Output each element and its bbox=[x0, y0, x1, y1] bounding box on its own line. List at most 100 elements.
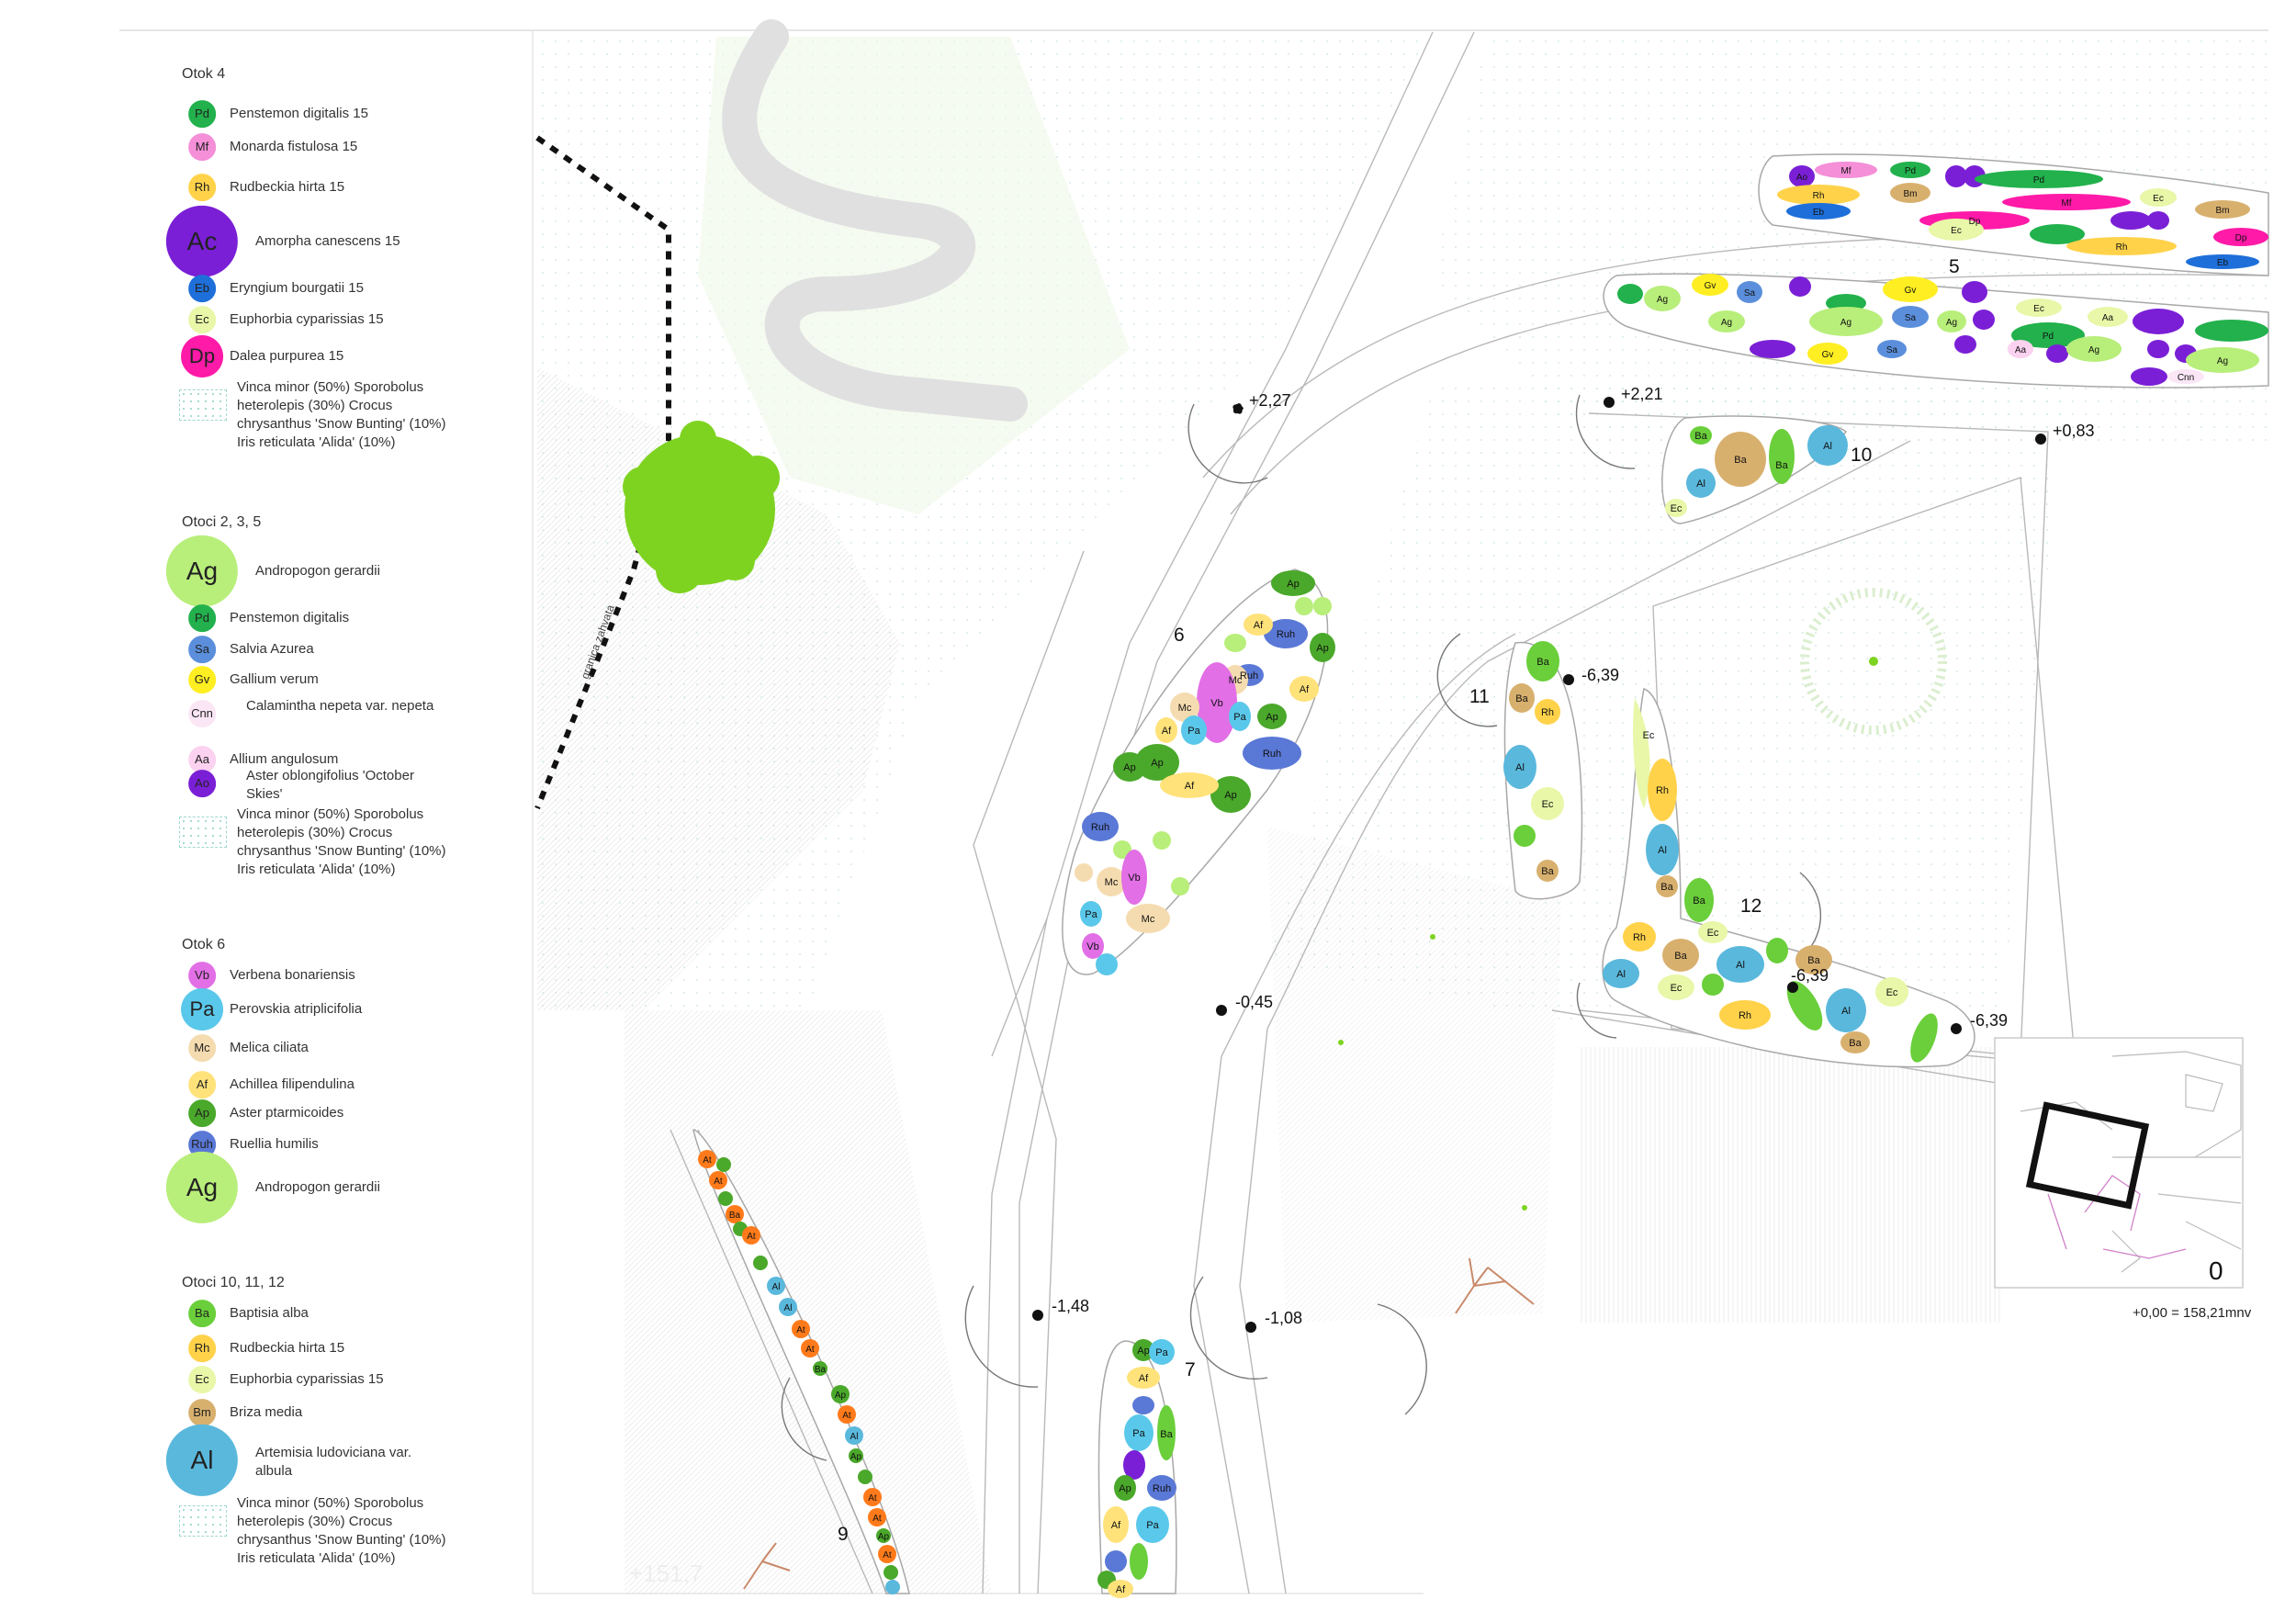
svg-text:Rh: Rh bbox=[2116, 242, 2128, 253]
plant-name: Melica ciliata bbox=[230, 1040, 309, 1055]
svg-text:Pa: Pa bbox=[1187, 726, 1200, 737]
svg-text:Pa: Pa bbox=[1233, 712, 1246, 723]
plant-symbol-icon: Cnn bbox=[188, 700, 216, 727]
svg-text:Ba: Ba bbox=[1693, 895, 1705, 907]
groundcover-mix-swatch bbox=[179, 389, 227, 421]
svg-text:Bm: Bm bbox=[2216, 206, 2230, 216]
groundcover-mix-label: Vinca minor (50%) Sporobolus heterolepis… bbox=[237, 806, 446, 877]
svg-text:+2,27: +2,27 bbox=[1249, 391, 1291, 410]
svg-text:Gv: Gv bbox=[1705, 281, 1716, 291]
svg-text:Sa: Sa bbox=[1905, 313, 1917, 323]
plant-name: Dalea purpurea 15 bbox=[230, 348, 344, 364]
tree-center-icon bbox=[1338, 1040, 1344, 1045]
svg-text:Ec: Ec bbox=[1886, 987, 1898, 998]
svg-text:Ec: Ec bbox=[1671, 503, 1683, 514]
svg-text:At: At bbox=[796, 1325, 805, 1335]
svg-text:Pa: Pa bbox=[1146, 1520, 1159, 1531]
groundcover-mix-label: Vinca minor (50%) Sporobolus heterolepis… bbox=[237, 1495, 446, 1566]
svg-text:Ag: Ag bbox=[1657, 295, 1668, 305]
elevation-marker: -0,45 bbox=[1216, 993, 1273, 1016]
svg-text:-6,39: -6,39 bbox=[1970, 1011, 2008, 1030]
plant-name: Amorpha canescens 15 bbox=[255, 233, 400, 249]
svg-text:Sa: Sa bbox=[1744, 288, 1756, 298]
bed-number-9: 9 bbox=[838, 1524, 849, 1545]
svg-text:Af: Af bbox=[1116, 1584, 1126, 1595]
legend-item: Ap Aster ptarmicoides bbox=[0, 1095, 514, 1132]
svg-text:Ba: Ba bbox=[1807, 955, 1820, 966]
plant-symbol-icon: Pa bbox=[181, 988, 223, 1031]
svg-text:Ba: Ba bbox=[815, 1365, 827, 1375]
plant-name: Ruellia humilis bbox=[230, 1136, 319, 1152]
svg-text:Ec: Ec bbox=[1643, 730, 1655, 741]
svg-text:Ag: Ag bbox=[1721, 318, 1732, 328]
key-map-inset: 0 bbox=[1994, 1037, 2244, 1289]
elevation-marker: +0,83 bbox=[2035, 422, 2095, 445]
plant-symbol-icon: Aa bbox=[188, 746, 216, 773]
svg-text:Ap: Ap bbox=[1151, 758, 1163, 769]
plant-name: Penstemon digitalis 15 bbox=[230, 106, 368, 121]
key-map-frame bbox=[2025, 1101, 2150, 1210]
plant-symbol-icon: Vb bbox=[188, 962, 216, 989]
svg-text:Ba: Ba bbox=[1775, 460, 1788, 471]
plant-symbol-icon: Mc bbox=[188, 1034, 216, 1062]
svg-text:Af: Af bbox=[1254, 620, 1264, 631]
plant-name: Aster ptarmicoides bbox=[230, 1105, 344, 1121]
svg-text:Ap: Ap bbox=[1266, 712, 1277, 723]
plant-symbol-icon: Rh bbox=[188, 1335, 216, 1362]
svg-text:Ec: Ec bbox=[1951, 226, 1962, 236]
svg-text:Al: Al bbox=[784, 1303, 793, 1313]
elevation-marker: -6,39 bbox=[1563, 666, 1619, 685]
svg-text:Al: Al bbox=[1841, 1006, 1851, 1017]
svg-text:Ap: Ap bbox=[1123, 762, 1135, 773]
svg-text:Ec: Ec bbox=[1671, 983, 1683, 994]
svg-text:At: At bbox=[872, 1514, 882, 1524]
svg-text:Ba: Ba bbox=[1694, 431, 1707, 442]
svg-text:Gv: Gv bbox=[1905, 286, 1917, 296]
svg-text:+2,21: +2,21 bbox=[1621, 385, 1663, 403]
svg-text:Ag: Ag bbox=[1946, 318, 1957, 328]
svg-text:Ba: Ba bbox=[1660, 882, 1673, 893]
plant-name: Penstemon digitalis bbox=[230, 610, 350, 625]
svg-text:Al: Al bbox=[1616, 969, 1626, 980]
svg-text:Sa: Sa bbox=[1886, 345, 1898, 355]
svg-text:Pa: Pa bbox=[1085, 909, 1097, 920]
svg-text:Af: Af bbox=[1162, 726, 1172, 737]
elevation-marker: +2,21 bbox=[1604, 385, 1663, 408]
bed-number-11: 11 bbox=[1469, 686, 1490, 707]
level-arcs bbox=[781, 394, 1822, 1461]
svg-text:Cnn: Cnn bbox=[2178, 373, 2194, 383]
svg-text:Pd: Pd bbox=[1905, 166, 1916, 176]
plant-symbol-icon: Ag bbox=[165, 1151, 239, 1224]
plant-name: Eryngium bourgatii 15 bbox=[230, 280, 364, 296]
svg-text:Ba: Ba bbox=[1734, 455, 1747, 466]
svg-text:Ap: Ap bbox=[850, 1452, 862, 1462]
legend-group-title: Otok 4 bbox=[182, 66, 226, 82]
elevation-marker: -6,39 bbox=[1951, 1011, 2008, 1034]
svg-text:At: At bbox=[883, 1550, 892, 1560]
plant-symbol-icon: Ac bbox=[165, 205, 239, 278]
legend-item: Vinca minor (50%) Sporobolus heterolepis… bbox=[0, 379, 514, 450]
tree-center-icon bbox=[1430, 934, 1435, 940]
plant-symbol-icon: Ap bbox=[188, 1099, 216, 1127]
tree-center-icon bbox=[1522, 1205, 1527, 1211]
elevation-marker: -6,39 bbox=[1787, 966, 1829, 993]
svg-text:Rh: Rh bbox=[1813, 191, 1825, 201]
bed-numbers: 5 6 7 9 10 11 12 bbox=[838, 256, 1960, 1545]
plant-name: Euphorbia cyparissias 15 bbox=[230, 311, 384, 327]
svg-text:Al: Al bbox=[1658, 845, 1667, 856]
svg-text:Ec: Ec bbox=[2153, 194, 2164, 204]
svg-text:Ag: Ag bbox=[2088, 345, 2099, 355]
legend-item: Ac Amorpha canescens 15 bbox=[0, 205, 514, 278]
